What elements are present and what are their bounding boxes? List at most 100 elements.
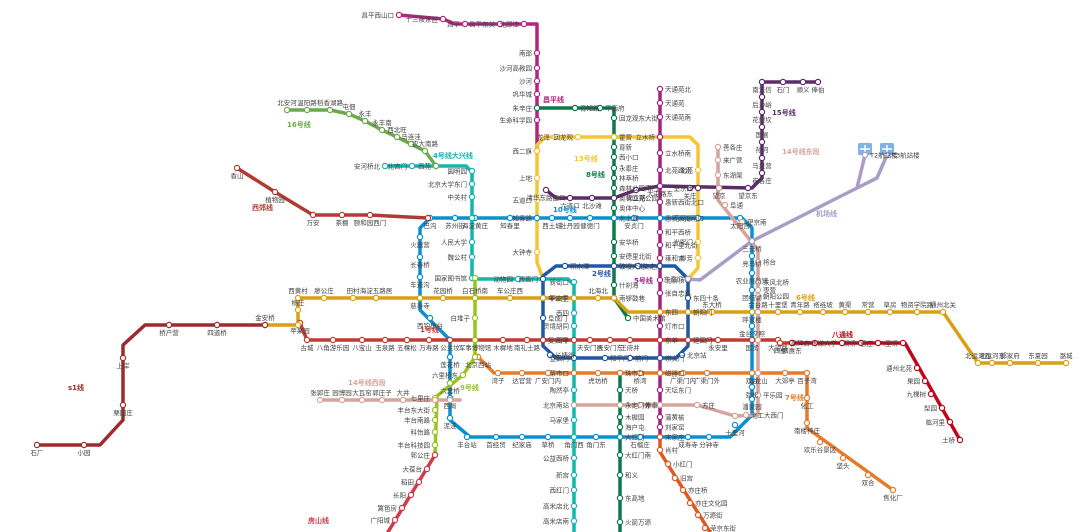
station-dot[interactable] (446, 336, 454, 344)
station-dot[interactable] (754, 292, 762, 300)
station-dot[interactable] (570, 294, 578, 302)
station-dot[interactable] (294, 321, 302, 329)
station-dot[interactable] (803, 394, 811, 402)
station-dot[interactable] (748, 322, 756, 330)
station-dot[interactable] (626, 354, 634, 362)
station-dot[interactable] (468, 193, 476, 201)
station-dot[interactable] (416, 253, 424, 261)
station-dot[interactable] (431, 396, 439, 404)
station-dot[interactable] (731, 412, 739, 420)
station-dot[interactable] (684, 433, 692, 441)
station-dot[interactable] (610, 184, 618, 192)
station-dot[interactable] (431, 406, 439, 414)
station-dot[interactable] (656, 276, 664, 284)
station-dot[interactable] (403, 336, 411, 344)
station-dot[interactable] (506, 294, 514, 302)
station-dot[interactable] (358, 396, 366, 404)
station-dot[interactable] (616, 369, 624, 377)
station-dot[interactable] (956, 436, 964, 444)
station-dot[interactable] (431, 428, 439, 436)
metro-line-l16[interactable] (285, 108, 438, 168)
station-dot[interactable] (938, 404, 946, 412)
station-dot[interactable] (679, 486, 687, 494)
station-dot[interactable] (664, 460, 672, 468)
station-dot[interactable] (261, 321, 269, 329)
station-dot[interactable] (632, 186, 640, 194)
station-dot[interactable] (714, 143, 722, 151)
station-dot[interactable] (570, 309, 578, 317)
station-dot[interactable] (494, 369, 502, 377)
station-dot[interactable] (656, 446, 664, 454)
station-dot[interactable] (398, 504, 406, 512)
station-dot[interactable] (838, 339, 846, 347)
station-dot[interactable] (684, 308, 692, 316)
station-dot[interactable] (294, 294, 302, 302)
station-dot[interactable] (774, 308, 782, 316)
metro-line-xijiao[interactable] (235, 166, 430, 220)
station-dot[interactable] (539, 336, 547, 344)
station-dot[interactable] (566, 194, 574, 202)
station-dot[interactable] (748, 237, 756, 245)
station-dot[interactable] (574, 133, 582, 141)
station-dot[interactable] (358, 336, 366, 344)
station-dot[interactable] (758, 154, 766, 162)
station-dot[interactable] (471, 314, 479, 322)
station-dot[interactable] (616, 494, 624, 502)
station-dot[interactable] (913, 308, 921, 316)
station-dot[interactable] (811, 339, 819, 347)
station-dot[interactable] (610, 294, 618, 302)
station-dot[interactable] (616, 471, 624, 479)
station-dot[interactable] (656, 182, 664, 190)
metro-line-airport-branch[interactable] (855, 154, 867, 189)
station-dot[interactable] (33, 441, 41, 449)
station-dot[interactable] (570, 322, 578, 330)
station-dot[interactable] (656, 99, 664, 107)
station-dot[interactable] (744, 184, 752, 192)
station-dot[interactable] (544, 369, 552, 377)
station-dot[interactable] (748, 269, 756, 277)
station-dot[interactable] (345, 110, 353, 118)
station-dot[interactable] (594, 294, 602, 302)
station-dot[interactable] (656, 322, 664, 330)
station-dot[interactable] (586, 336, 594, 344)
station-dot[interactable] (656, 214, 664, 222)
station-dot[interactable] (624, 314, 632, 322)
station-dot[interactable] (758, 169, 766, 177)
station-dot[interactable] (610, 143, 618, 151)
station-dot[interactable] (636, 433, 644, 441)
station-dot[interactable] (338, 396, 346, 404)
station-dot[interactable] (570, 386, 578, 394)
station-dot[interactable] (596, 104, 604, 112)
station-dot[interactable] (679, 369, 687, 377)
station-dot[interactable] (378, 396, 386, 404)
station-dot[interactable] (533, 64, 541, 72)
station-dot[interactable] (610, 153, 618, 161)
station-dot[interactable] (630, 214, 638, 222)
station-dot[interactable] (616, 518, 624, 526)
station-dot[interactable] (921, 377, 929, 385)
station-dot[interactable] (656, 113, 664, 121)
station-dot[interactable] (610, 204, 618, 212)
station-dot[interactable] (714, 171, 722, 179)
station-dot[interactable] (656, 354, 664, 362)
station-dot[interactable] (796, 308, 804, 316)
station-dot[interactable] (570, 278, 578, 286)
station-dot[interactable] (492, 433, 500, 441)
station-dot[interactable] (446, 379, 454, 387)
station-dot[interactable] (378, 126, 386, 134)
station-dot[interactable] (636, 401, 644, 409)
station-dot[interactable] (471, 294, 479, 302)
station-dot[interactable] (570, 369, 578, 377)
station-dot[interactable] (566, 214, 574, 222)
station-dot[interactable] (754, 369, 762, 377)
station-dot[interactable] (533, 90, 541, 98)
station-dot[interactable] (399, 396, 407, 404)
station-dot[interactable] (303, 106, 311, 114)
station-dot[interactable] (738, 218, 746, 226)
station-dot[interactable] (439, 15, 447, 23)
station-dot[interactable] (570, 471, 578, 479)
station-dot[interactable] (927, 390, 935, 398)
station-dot[interactable] (656, 198, 664, 206)
station-dot[interactable] (506, 214, 514, 222)
station-dot[interactable] (294, 306, 302, 314)
